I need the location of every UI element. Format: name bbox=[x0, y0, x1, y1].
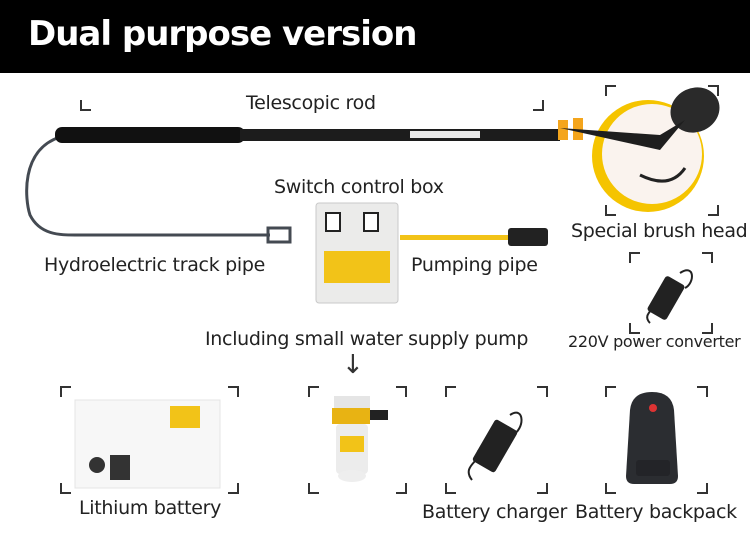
hydroelectric-track-pipe bbox=[25, 135, 270, 237]
page-title: Dual purpose version bbox=[28, 14, 417, 54]
rod-sticker bbox=[410, 131, 480, 138]
frame-corner bbox=[537, 483, 548, 494]
telescopic-rod-illustration bbox=[25, 118, 583, 246]
frame-corner bbox=[605, 483, 616, 494]
frame-corner bbox=[605, 205, 616, 216]
including-pump-label: Including small water supply pump bbox=[205, 328, 529, 350]
frame-corner bbox=[697, 483, 708, 494]
water-pump-illustration bbox=[332, 396, 388, 482]
brush-head-illustration bbox=[560, 87, 720, 212]
frame-corner bbox=[533, 100, 544, 111]
rod-clamp bbox=[573, 118, 583, 140]
lithium-battery-illustration bbox=[74, 399, 221, 489]
frame-corner bbox=[308, 483, 319, 494]
power-converter-illustration bbox=[646, 269, 693, 324]
frame-corner bbox=[537, 386, 548, 397]
frame-corner bbox=[629, 252, 640, 263]
frame-corner bbox=[60, 386, 71, 397]
frame-corner bbox=[308, 386, 319, 397]
battery-charger-label: Battery charger bbox=[422, 501, 568, 523]
down-arrow-icon: ↓ bbox=[342, 350, 364, 380]
battery-backpack-label: Battery backpack bbox=[575, 501, 737, 523]
frame-corner bbox=[708, 85, 719, 96]
rod-grip bbox=[55, 127, 245, 143]
pumping-pipe bbox=[400, 235, 508, 240]
frame-corner bbox=[396, 386, 407, 397]
power-converter-label: 220V power converter bbox=[568, 332, 741, 351]
battery-backpack-illustration bbox=[626, 392, 678, 484]
frame-corner bbox=[702, 323, 713, 334]
frame-corner bbox=[702, 252, 713, 263]
frame-corner bbox=[605, 85, 616, 96]
frame-corner bbox=[60, 483, 71, 494]
frame-corner bbox=[228, 483, 239, 494]
frame-corner bbox=[629, 323, 640, 334]
frame-corner bbox=[228, 386, 239, 397]
telescopic-rod-label: Telescopic rod bbox=[246, 92, 376, 114]
pumping-pipe-label: Pumping pipe bbox=[411, 254, 538, 276]
frame-corner bbox=[708, 205, 719, 216]
frame-corner bbox=[396, 483, 407, 494]
rod-shaft bbox=[240, 129, 560, 141]
frame-corner bbox=[605, 386, 616, 397]
frame-corner bbox=[445, 386, 456, 397]
switch-control-box-illustration bbox=[315, 202, 399, 304]
switch-control-box-label: Switch control box bbox=[274, 176, 444, 198]
header-banner: Dual purpose version bbox=[0, 0, 750, 73]
frame-corner bbox=[445, 483, 456, 494]
frame-corner bbox=[80, 100, 91, 111]
hydroelectric-track-pipe-label: Hydroelectric track pipe bbox=[44, 254, 266, 276]
rod-connector bbox=[266, 226, 292, 244]
lithium-battery-label: Lithium battery bbox=[79, 497, 222, 519]
pipe-filter bbox=[508, 228, 548, 246]
frame-corner bbox=[697, 386, 708, 397]
special-brush-head-label: Special brush head bbox=[571, 220, 748, 242]
battery-charger-illustration bbox=[467, 411, 523, 481]
rod-clamp bbox=[558, 120, 568, 140]
